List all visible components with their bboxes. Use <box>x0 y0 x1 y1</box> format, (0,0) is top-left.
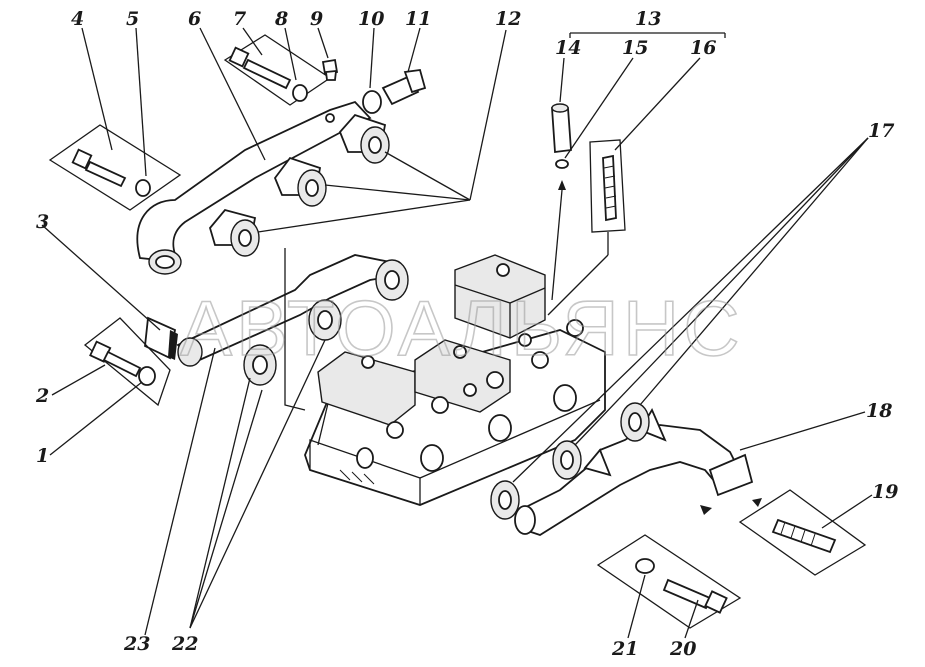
parts-tray-4-5 <box>48 124 182 211</box>
label-16: 16 <box>690 37 716 59</box>
label-6: 6 <box>188 8 201 30</box>
bolt-2 <box>89 340 142 378</box>
label-8: 8 <box>274 8 288 30</box>
label-12: 12 <box>495 8 521 30</box>
washer-8 <box>292 84 308 102</box>
parts-tray-20-21 <box>596 534 742 629</box>
label-19: 19 <box>872 481 898 503</box>
label-18: 18 <box>866 400 892 422</box>
label-13: 13 <box>635 8 661 30</box>
stud-19 <box>771 518 837 554</box>
parts-tray-19 <box>738 489 867 576</box>
label-9: 9 <box>310 8 323 30</box>
label-22: 22 <box>171 633 198 655</box>
sleeve-14 <box>551 107 572 154</box>
water-pipe <box>176 248 409 411</box>
label-4: 4 <box>71 8 84 30</box>
washer-15 <box>555 159 569 169</box>
bolt-4 <box>71 148 127 188</box>
ring-21 <box>635 558 655 574</box>
sleeve-14-top <box>551 103 569 113</box>
inlet-manifold <box>136 100 390 275</box>
label-3: 3 <box>36 211 49 233</box>
label-14: 14 <box>555 37 581 59</box>
exhaust-manifold <box>490 402 754 536</box>
label-7: 7 <box>233 8 246 30</box>
gasket-3 <box>144 316 177 360</box>
washer-5 <box>135 179 151 197</box>
parts-tray-1-2 <box>83 317 171 407</box>
bolt-20 <box>662 578 728 614</box>
parts-tray-7-8 <box>223 34 332 106</box>
label-15: 15 <box>622 37 648 59</box>
callout-labels: 1 2 3 4 5 6 7 8 9 10 11 12 13 14 15 16 1… <box>35 8 898 660</box>
leader-lines <box>41 27 873 639</box>
stud-16-tray <box>589 139 626 233</box>
label-1: 1 <box>36 445 49 467</box>
label-10: 10 <box>358 8 384 30</box>
union-11 <box>381 69 427 106</box>
washer-1 <box>138 366 156 386</box>
label-21: 21 <box>611 638 638 660</box>
label-17: 17 <box>868 120 894 142</box>
label-23: 23 <box>123 633 150 655</box>
label-20: 20 <box>669 638 696 660</box>
watermark: АВТОАЛЬЯНС <box>180 284 744 372</box>
label-5: 5 <box>126 8 139 30</box>
plug-9 <box>321 58 339 81</box>
label-11: 11 <box>405 8 431 30</box>
ring-10 <box>362 90 382 114</box>
cylinder-head <box>304 254 606 506</box>
label-2: 2 <box>35 385 49 407</box>
bolt-7 <box>228 46 292 90</box>
stud-16 <box>602 154 617 222</box>
